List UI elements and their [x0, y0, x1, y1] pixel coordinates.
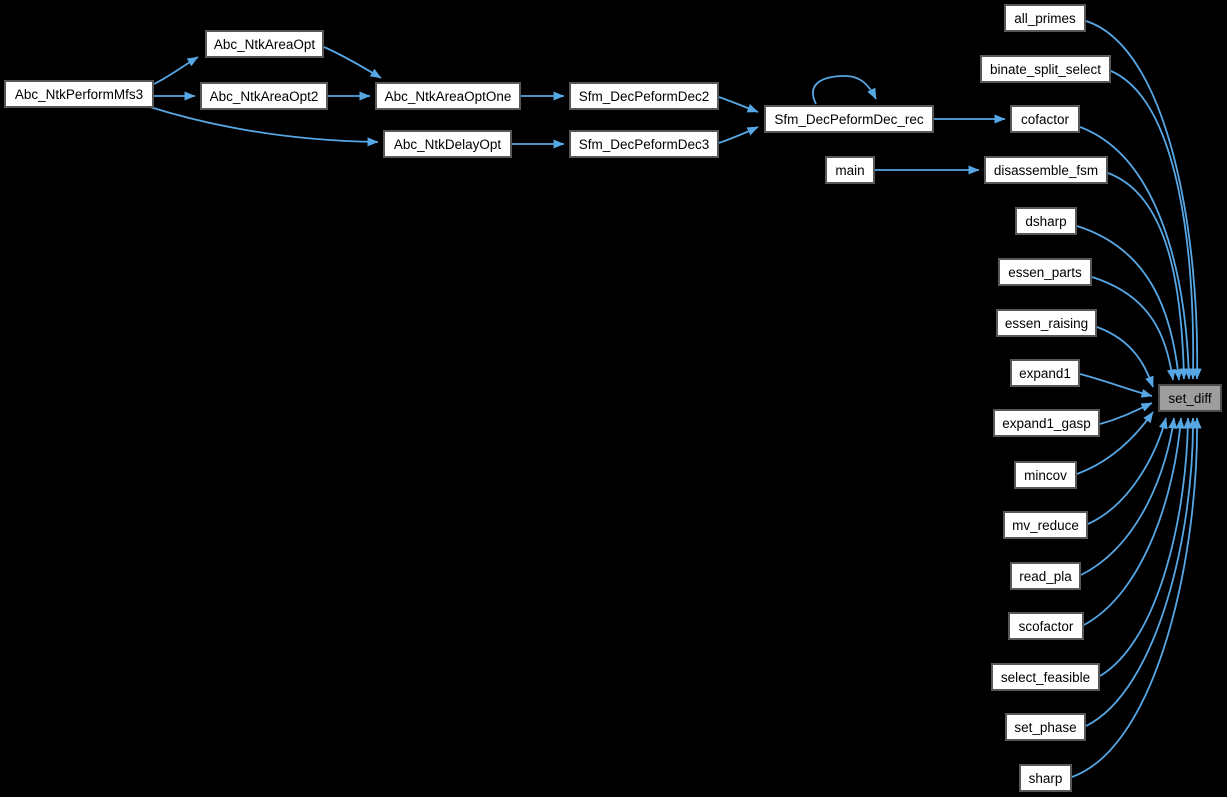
- node-main[interactable]: main: [825, 156, 875, 184]
- edge-cofactor-to-set_diff: [1079, 126, 1194, 380]
- edge-essen_parts-to-set_diff: [1091, 276, 1176, 381]
- node-disassemble_fsm[interactable]: disassemble_fsm: [984, 156, 1108, 184]
- node-all_primes[interactable]: all_primes: [1004, 4, 1086, 32]
- node-Abc_NtkDelayOpt[interactable]: Abc_NtkDelayOpt: [383, 130, 512, 158]
- node-set_phase[interactable]: set_phase: [1005, 713, 1086, 741]
- edge-Sfm_DecPeformDec_rec-self-loop: [812, 75, 877, 105]
- node-Sfm_DecPeformDec3[interactable]: Sfm_DecPeformDec3: [569, 130, 719, 158]
- edge-all_primes-to-set_diff: [1085, 20, 1202, 380]
- node-Sfm_DecPeformDec_rec[interactable]: Sfm_DecPeformDec_rec: [764, 105, 934, 133]
- node-expand1[interactable]: expand1: [1010, 359, 1080, 387]
- edge-mincov-to-set_diff: [1076, 411, 1154, 475]
- node-Abc_NtkAreaOpt2[interactable]: Abc_NtkAreaOpt2: [200, 82, 328, 110]
- edge-disassemble_fsm-to-set_diff: [1107, 172, 1189, 380]
- node-mv_reduce[interactable]: mv_reduce: [1003, 511, 1088, 539]
- edge-set_phase-to-set_diff: [1085, 417, 1198, 727]
- node-essen_raising[interactable]: essen_raising: [996, 309, 1097, 337]
- edge-Abc_NtkAreaOpt-to-Abc_NtkAreaOptOne: [323, 46, 382, 79]
- edge-Abc_NtkPerformMfs3-to-Abc_NtkDelayOpt: [149, 106, 379, 147]
- node-set_diff[interactable]: set_diff: [1158, 384, 1222, 412]
- edge-dsharp-to-set_diff: [1076, 225, 1183, 381]
- edge-Abc_NtkPerformMfs3-to-Abc_NtkAreaOpt: [153, 56, 199, 85]
- edge-essen_raising-to-set_diff: [1096, 326, 1154, 388]
- node-sharp[interactable]: sharp: [1019, 764, 1072, 792]
- edge-select_feasible-to-set_diff: [1099, 417, 1193, 677]
- node-dsharp[interactable]: dsharp: [1015, 207, 1077, 235]
- node-Abc_NtkPerformMfs3[interactable]: Abc_NtkPerformMfs3: [4, 80, 154, 108]
- node-Abc_NtkAreaOptOne[interactable]: Abc_NtkAreaOptOne: [375, 82, 521, 110]
- edge-expand1-to-set_diff: [1079, 373, 1153, 398]
- edge-expand1_gasp-to-set_diff: [1099, 402, 1153, 425]
- node-binate_split_select[interactable]: binate_split_select: [980, 55, 1111, 83]
- edge-read_pla-to-set_diff: [1080, 417, 1178, 576]
- node-mincov[interactable]: mincov: [1014, 461, 1077, 489]
- node-Abc_NtkAreaOpt[interactable]: Abc_NtkAreaOpt: [205, 30, 324, 58]
- edge-Sfm_DecPeformDec2-to-Sfm_DecPeformDec_rec: [718, 96, 759, 113]
- node-scofactor[interactable]: scofactor: [1008, 612, 1084, 640]
- node-select_feasible[interactable]: select_feasible: [991, 663, 1100, 691]
- node-cofactor[interactable]: cofactor: [1010, 105, 1080, 133]
- edge-scofactor-to-set_diff: [1083, 417, 1185, 626]
- edge-sharp-to-set_diff: [1071, 417, 1202, 778]
- edge-mv_reduce-to-set_diff: [1087, 417, 1168, 525]
- edge-Sfm_DecPeformDec3-to-Sfm_DecPeformDec_rec: [718, 126, 759, 144]
- node-expand1_gasp[interactable]: expand1_gasp: [993, 409, 1100, 437]
- node-Sfm_DecPeformDec2[interactable]: Sfm_DecPeformDec2: [569, 82, 719, 110]
- node-read_pla[interactable]: read_pla: [1010, 562, 1081, 590]
- edge-binate_split_select-to-set_diff: [1110, 70, 1198, 380]
- node-essen_parts[interactable]: essen_parts: [998, 258, 1092, 286]
